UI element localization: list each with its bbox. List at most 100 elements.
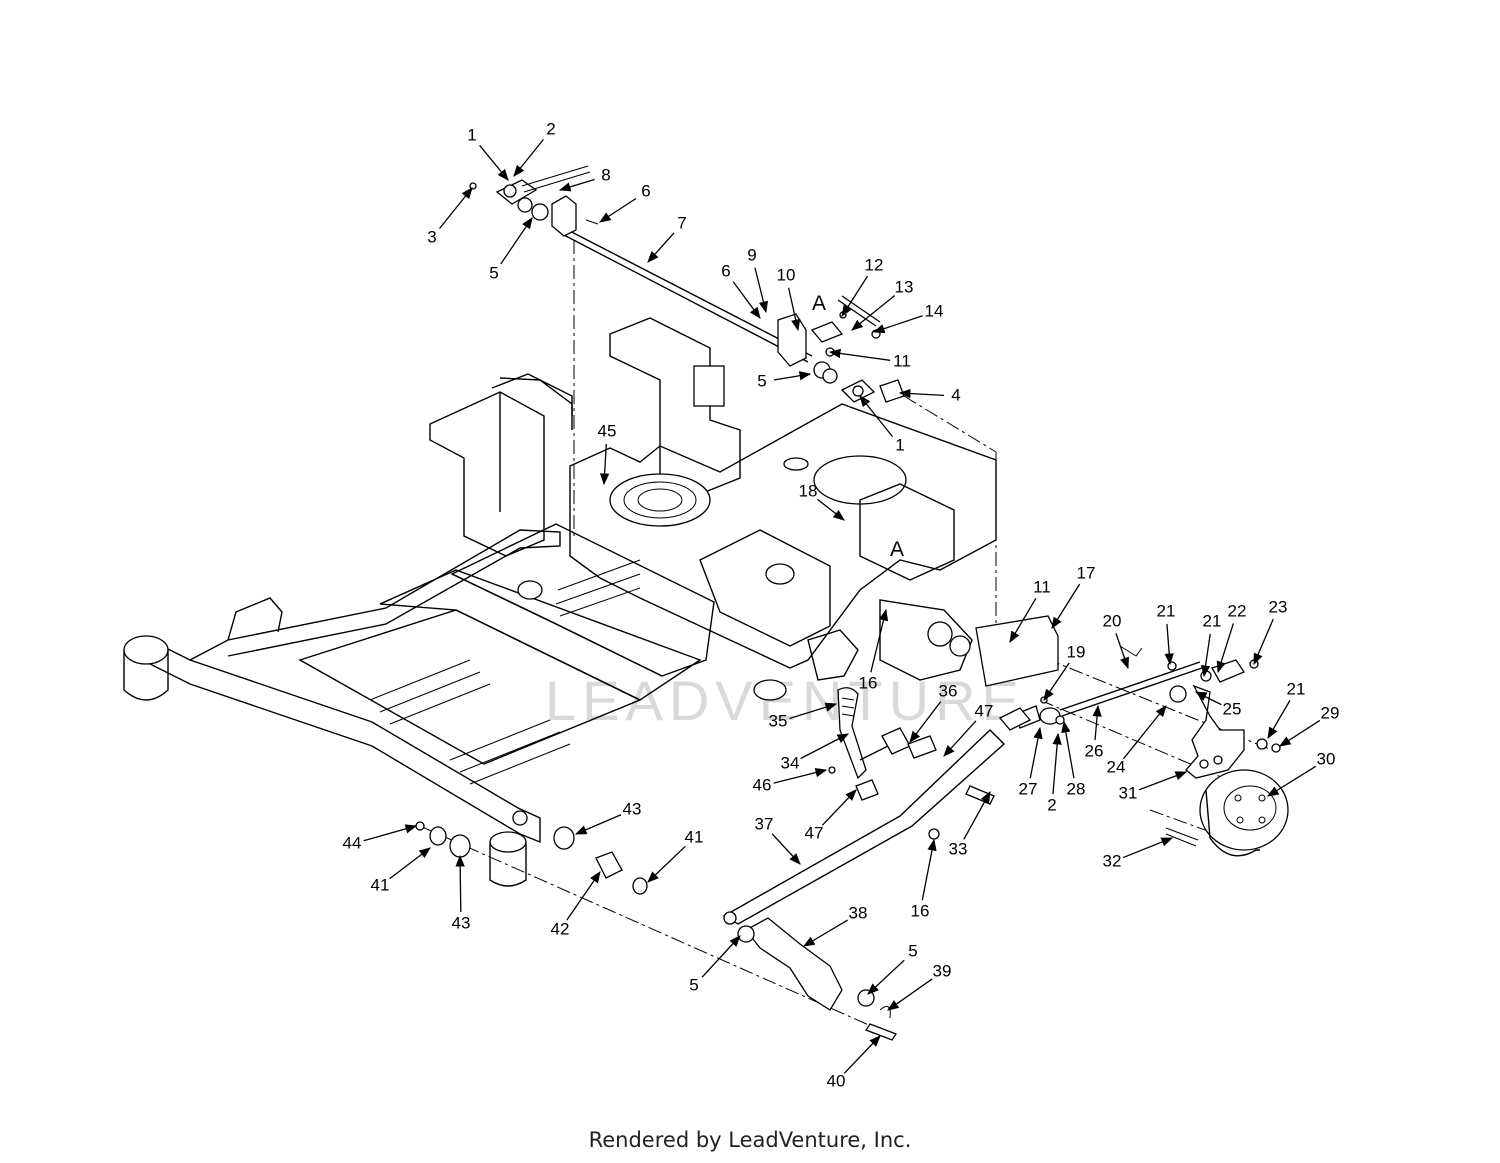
callout-label: 27: [1019, 779, 1038, 798]
callout-leader: [817, 498, 845, 521]
callout-leader: [773, 371, 812, 381]
callout-label: 5: [757, 371, 766, 390]
callout-label: 38: [849, 903, 868, 922]
watermark-text: LEADVENTURE: [545, 669, 1025, 732]
callout-leader: [363, 824, 418, 842]
pedal-assembly: [722, 687, 1032, 1041]
callout-label: 30: [1317, 749, 1336, 768]
callout-label: 21: [1203, 611, 1222, 630]
callout-leader: [1279, 719, 1321, 747]
callout-leader: [841, 275, 869, 317]
callout-leader: [1052, 732, 1062, 795]
callout-label: 6: [641, 181, 650, 200]
callout-label: 16: [859, 673, 878, 692]
callout-leader: [1092, 704, 1102, 741]
callout-leader: [872, 315, 923, 334]
callout-label: 47: [975, 701, 994, 720]
callout-label: 23: [1269, 597, 1288, 616]
callout-leader: [851, 295, 896, 331]
callout-label: 46: [753, 775, 772, 794]
callout-label: 24: [1107, 757, 1126, 776]
callout-leader: [771, 833, 801, 865]
callout-label: 1: [895, 435, 904, 454]
callout-leader: [867, 959, 905, 995]
callout-label: 2: [1047, 795, 1056, 814]
callout-label: 4: [951, 385, 960, 404]
callout-label: 19: [1067, 642, 1086, 661]
callout-arrows: [363, 138, 1321, 1074]
callout-leader: [1051, 583, 1081, 629]
callout-label: 32: [1103, 851, 1122, 870]
callout-leader: [558, 178, 595, 192]
callout-leader: [1123, 705, 1167, 760]
callout-leader: [1115, 633, 1129, 670]
callout-leader: [1253, 618, 1274, 666]
callout-leader: [1200, 633, 1211, 678]
callout-leader: [898, 388, 945, 399]
callout-leader: [943, 720, 977, 757]
callout-label: 11: [893, 351, 911, 370]
callout-label: 42: [551, 919, 570, 938]
callout-leader: [1043, 662, 1070, 701]
callout-leader: [732, 281, 761, 319]
callout-label: 18: [799, 481, 818, 500]
callout-label: 8: [601, 165, 610, 184]
callout-label: 3: [427, 227, 436, 246]
callout-label: 21: [1287, 679, 1306, 698]
callout-label: 34: [781, 753, 800, 772]
callout-label: 10: [777, 265, 796, 284]
callout-leader: [1267, 700, 1291, 740]
callout-leader: [821, 789, 857, 826]
callout-label: 17: [1077, 563, 1096, 582]
callout-label: 12: [865, 255, 884, 274]
callout-label: 20: [1103, 611, 1122, 630]
section-label-a-top: A: [812, 292, 826, 315]
callout-leader: [438, 187, 473, 230]
callout-leader: [389, 847, 431, 880]
callout-leader: [909, 701, 942, 743]
callout-leader: [574, 814, 622, 835]
callout-leader: [701, 935, 741, 978]
callout-leader: [1029, 726, 1043, 779]
callout-label: 6: [721, 261, 730, 280]
callout-leader: [455, 854, 465, 913]
callout-leader: [1194, 691, 1222, 706]
callout-leader: [1164, 623, 1174, 666]
callout-leader: [1122, 837, 1174, 859]
callout-label: 16: [911, 901, 930, 920]
callout-label: 36: [939, 681, 958, 700]
callout-leader: [1216, 623, 1234, 674]
callout-leader: [963, 790, 991, 840]
callout-leader: [773, 768, 828, 784]
callout-leader: [859, 395, 894, 438]
callout-label: 31: [1119, 783, 1138, 802]
section-label-a-frame: A: [890, 538, 904, 561]
callout-label: 5: [689, 975, 698, 994]
callout-label: 39: [933, 961, 952, 980]
callout-leader: [800, 733, 850, 760]
callout-label: 40: [827, 1071, 846, 1090]
callout-leader: [479, 144, 509, 181]
callout-leader: [921, 838, 937, 901]
callout-leader: [1061, 720, 1075, 779]
callout-label: 35: [769, 711, 788, 730]
callout-label: 28: [1067, 779, 1086, 798]
pivot-bushings: [415, 821, 648, 895]
callout-label: 29: [1321, 703, 1340, 722]
callout-label: 14: [925, 301, 944, 320]
callout-leader: [843, 1035, 881, 1074]
callout-label: 13: [895, 277, 914, 296]
callout-leader: [647, 232, 675, 263]
callout-leader: [513, 138, 544, 177]
brake-linkage: [975, 615, 1289, 857]
callout-leader: [887, 978, 933, 1011]
callout-leader: [828, 348, 891, 361]
callout-label: 47: [805, 823, 824, 842]
callout-leader: [566, 871, 601, 921]
cross-shaft-assembly: [469, 165, 905, 403]
callout-label: 11: [1033, 577, 1051, 596]
callout-leader: [599, 198, 637, 223]
callout-leader: [870, 608, 889, 673]
